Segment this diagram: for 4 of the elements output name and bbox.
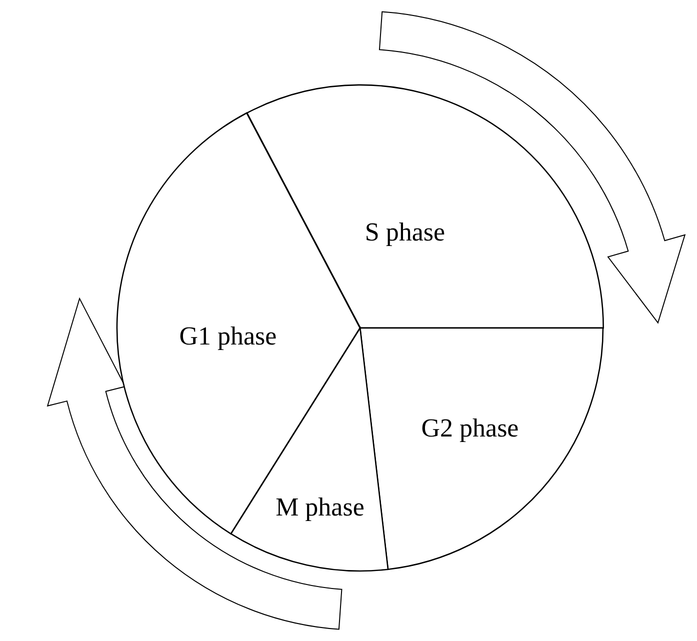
phase-label: S phase [364, 216, 446, 248]
phase-label: G1 phase [178, 320, 278, 352]
phase-label: G2 phase [420, 412, 520, 444]
phase-label: M phase [274, 491, 366, 523]
